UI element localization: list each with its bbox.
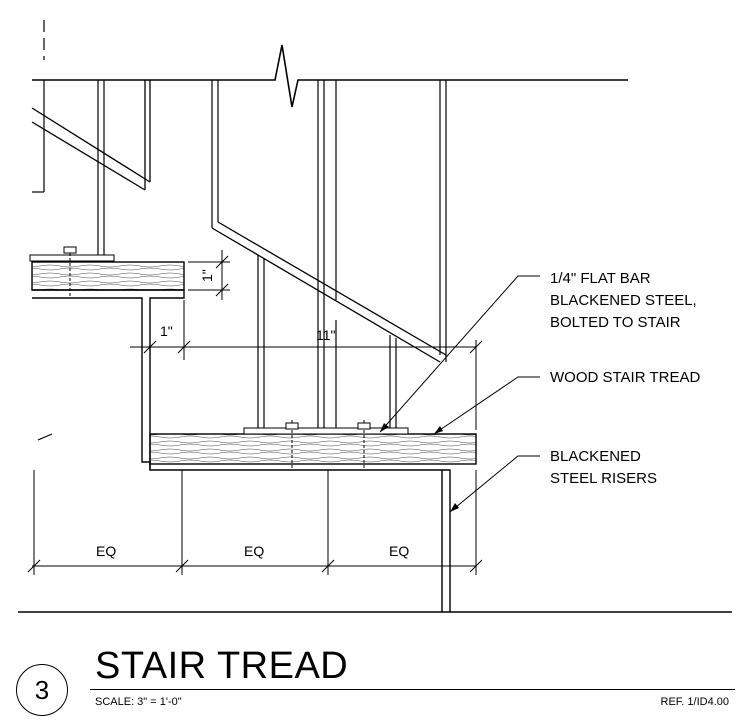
leader-lines xyxy=(379,275,540,513)
horizontal-dimension xyxy=(130,300,483,430)
dim-vertical-1in: 1" xyxy=(199,269,215,282)
note-wood-tread: WOOD STAIR TREAD xyxy=(550,369,700,386)
section-tick xyxy=(37,433,53,441)
vertical-1in-dimension xyxy=(188,250,230,300)
eq-dimension xyxy=(27,470,483,575)
leader-arrows xyxy=(380,423,459,512)
break-line xyxy=(32,44,628,108)
upper-tread xyxy=(29,246,185,296)
note-risers-line2: STEEL RISERS xyxy=(550,470,657,487)
upper-stringer xyxy=(31,80,151,191)
dim-eq-1: EQ xyxy=(96,543,116,559)
dim-eq-2: EQ xyxy=(244,543,264,559)
lower-stringer xyxy=(211,221,447,363)
balusters xyxy=(97,80,447,428)
steel-riser xyxy=(32,289,451,612)
note-flat-bar-line2: BLACKENED STEEL, xyxy=(550,292,697,309)
left-edge-line xyxy=(32,20,45,193)
note-risers-line1: BLACKENED xyxy=(550,448,641,465)
lower-tread xyxy=(149,420,477,470)
note-flat-bar-line3: BOLTED TO STAIR xyxy=(550,314,681,331)
dim-horizontal-1in: 1" xyxy=(160,323,173,339)
note-flat-bar-line1: 1/4" FLAT BAR xyxy=(550,270,651,287)
dim-eq-3: EQ xyxy=(389,543,409,559)
dim-eleven-in: 11" xyxy=(316,327,336,343)
